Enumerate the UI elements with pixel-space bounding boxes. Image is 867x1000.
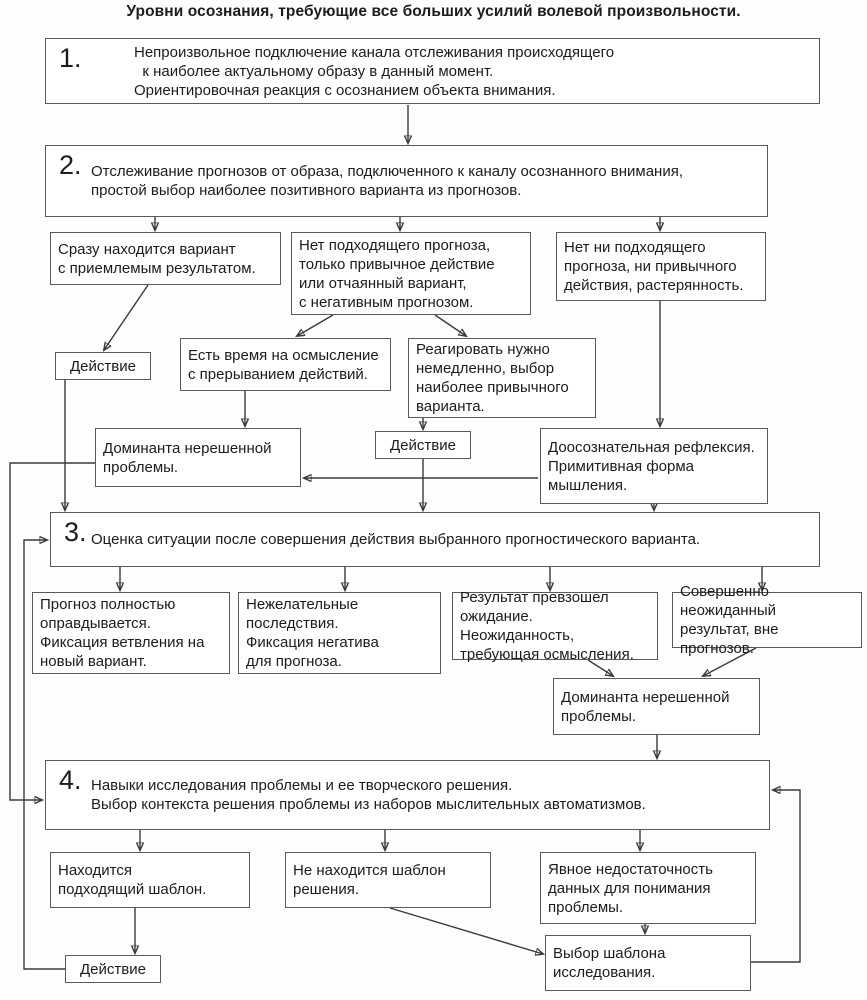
node-no-forecast-no-habit-text: Нет ни подходящего прогноза, ни привычно… [564,239,744,294]
node-template-not-found: Не находится шаблон решения. [285,852,491,908]
node-dominant-1: Доминанта нерешенной проблемы. [95,428,301,487]
node-no-suitable-forecast-text: Нет подходящего прогноза, только привычн… [299,236,495,311]
node-variant-found-text: Сразу находится вариант с приемлемым рез… [58,240,256,277]
node-undesirable-consequences: Нежелательные последствия. Фиксация нега… [238,592,441,674]
level-2-number: 2. [59,150,82,180]
node-action-3: Действие [65,955,161,983]
level-1-box: 1. Непроизвольное подключение канала отс… [45,38,820,104]
node-research-template-choice-text: Выбор шаблона исследования. [553,945,666,981]
node-action-2: Действие [375,431,471,459]
arrow-unexpected-to-dominant2 [703,647,757,676]
node-action-1: Действие [55,352,151,380]
feedback-dominant1-to-l4 [9,462,95,800]
level-4-text: Навыки исследования проблемы и ее творче… [91,777,646,813]
node-preconscious-reflection: Доосознательная рефлексия. Примитивная ф… [540,428,768,504]
level-3-text: Оценка ситуации после совершения действи… [91,531,701,548]
node-no-suitable-forecast: Нет подходящего прогноза, только привычн… [291,232,531,315]
arrow-exceeded-to-dominant2 [587,659,613,676]
arrow-notfound-to-research [389,907,543,954]
diagram-title: Уровни осознания, требующие все больших … [126,3,741,20]
level-3-number: 3. [64,517,87,547]
node-unexpected-result: Совершенно неожиданный результат, вне пр… [672,583,862,657]
node-forecast-confirmed-text: Прогноз полностью оправдывается. Фиксаци… [40,596,205,670]
arrow-forecast-to-time [297,314,334,336]
node-template-found-text: Находится подходящий шаблон. [58,862,207,898]
node-time-to-reflect: Есть время на осмысление с прерыванием д… [180,338,391,391]
node-react-immediately-text: Реагировать нужно немедленно, выбор наиб… [416,341,569,415]
level-2-text: Отслеживание прогнозов от образа, подклю… [91,163,684,199]
node-variant-found: Сразу находится вариант с приемлемым рез… [50,232,281,285]
node-action-1-text: Действие [70,357,136,375]
node-insufficient-data: Явное недостаточность данных для пониман… [540,852,756,924]
arrow-variant-to-action1 [104,284,149,350]
node-preconscious-reflection-text: Доосознательная рефлексия. Примитивная ф… [548,438,755,494]
node-dominant-1-text: Доминанта нерешенной проблемы. [103,439,272,476]
node-unexpected-result-text: Совершенно неожиданный результат, вне пр… [680,583,779,657]
node-forecast-confirmed: Прогноз полностью оправдывается. Фиксаци… [32,592,230,674]
node-react-immediately: Реагировать нужно немедленно, выбор наиб… [408,338,596,418]
level-4-box: 4. Навыки исследования проблемы и ее тво… [45,760,770,830]
level-3-box: 3. Оценка ситуации после совершения дейс… [50,512,820,567]
node-template-not-found-text: Не находится шаблон решения. [293,862,446,898]
node-action-2-text: Действие [390,436,456,454]
node-result-exceeded-text: Результат превзошел ожидание. Неожиданно… [460,589,634,663]
node-no-forecast-no-habit: Нет ни подходящего прогноза, ни привычно… [556,232,766,301]
arrow-forecast-to-react [434,314,466,336]
level-2-box: 2. Отслеживание прогнозов от образа, под… [45,145,768,217]
node-undesirable-consequences-text: Нежелательные последствия. Фиксация нега… [246,596,379,670]
node-dominant-2: Доминанта нерешенной проблемы. [553,678,760,735]
feedback-action3-to-l3 [23,540,65,970]
node-action-3-text: Действие [80,960,146,978]
level-1-text: Непроизвольное подключение канала отслеж… [134,43,615,99]
node-dominant-2-text: Доминанта нерешенной проблемы. [561,688,730,725]
feedback-research-to-l4 [751,790,801,963]
node-research-template-choice: Выбор шаблона исследования. [545,935,751,991]
node-template-found: Находится подходящий шаблон. [50,852,250,908]
level-4-number: 4. [59,765,82,795]
node-time-to-reflect-text: Есть время на осмысление с прерыванием д… [188,346,379,383]
node-insufficient-data-text: Явное недостаточность данных для пониман… [548,860,713,916]
level-1-number: 1. [59,43,82,73]
node-result-exceeded: Результат превзошел ожидание. Неожиданно… [452,589,658,663]
